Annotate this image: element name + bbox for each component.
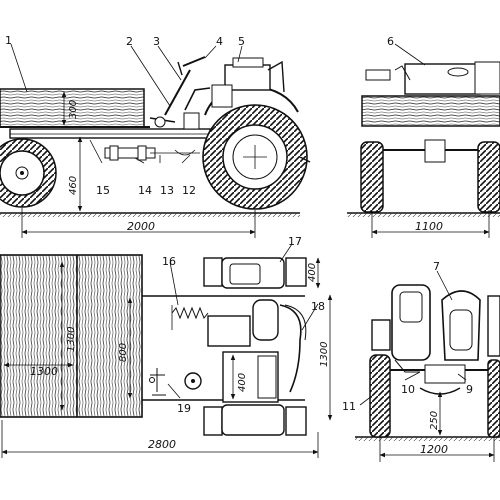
front-wheel bbox=[0, 138, 57, 208]
callout-11: 11 bbox=[342, 400, 356, 413]
front-view bbox=[347, 43, 500, 238]
dim-rear-clearance: 250 bbox=[429, 411, 440, 430]
callout-14: 14 bbox=[138, 184, 152, 197]
dim-fender-height: 400 bbox=[307, 263, 318, 282]
dim-frame-width: 800 bbox=[118, 343, 129, 362]
callout-3: 3 bbox=[153, 35, 160, 48]
callout-4: 4 bbox=[216, 35, 223, 48]
callout-19: 19 bbox=[177, 402, 191, 415]
callout-18: 18 bbox=[311, 300, 325, 313]
plan-view bbox=[0, 243, 333, 458]
dim-ground-clearance: 460 bbox=[68, 176, 79, 195]
dim-front-track: 1100 bbox=[415, 220, 443, 233]
dim-wheelbase: 2000 bbox=[127, 220, 155, 233]
callout-1: 1 bbox=[5, 34, 12, 47]
rear-wheel bbox=[202, 104, 308, 210]
dim-platform-width: 1300 bbox=[66, 327, 77, 352]
callout-2: 2 bbox=[126, 35, 133, 48]
callout-12: 12 bbox=[182, 184, 196, 197]
dim-overall-width: 1300 bbox=[319, 342, 330, 367]
callout-15: 15 bbox=[96, 184, 110, 197]
dim-rear-track: 1200 bbox=[420, 443, 448, 456]
callout-16: 16 bbox=[162, 255, 176, 268]
dim-overall-length: 2800 bbox=[148, 438, 176, 451]
callout-17: 17 bbox=[288, 235, 302, 248]
callout-10: 10 bbox=[401, 383, 415, 396]
callout-9: 9 bbox=[466, 383, 473, 396]
platform-plan bbox=[0, 254, 143, 418]
dim-platform-length: 1300 bbox=[30, 365, 58, 378]
dim-seat-width: 400 bbox=[237, 373, 248, 392]
callout-6: 6 bbox=[387, 35, 394, 48]
rear-view bbox=[355, 270, 500, 462]
dim-platform-side-height: 300 bbox=[68, 100, 79, 119]
side-view bbox=[0, 43, 311, 238]
callout-13: 13 bbox=[160, 184, 174, 197]
callout-5: 5 bbox=[238, 35, 245, 48]
callout-7: 7 bbox=[433, 260, 440, 273]
